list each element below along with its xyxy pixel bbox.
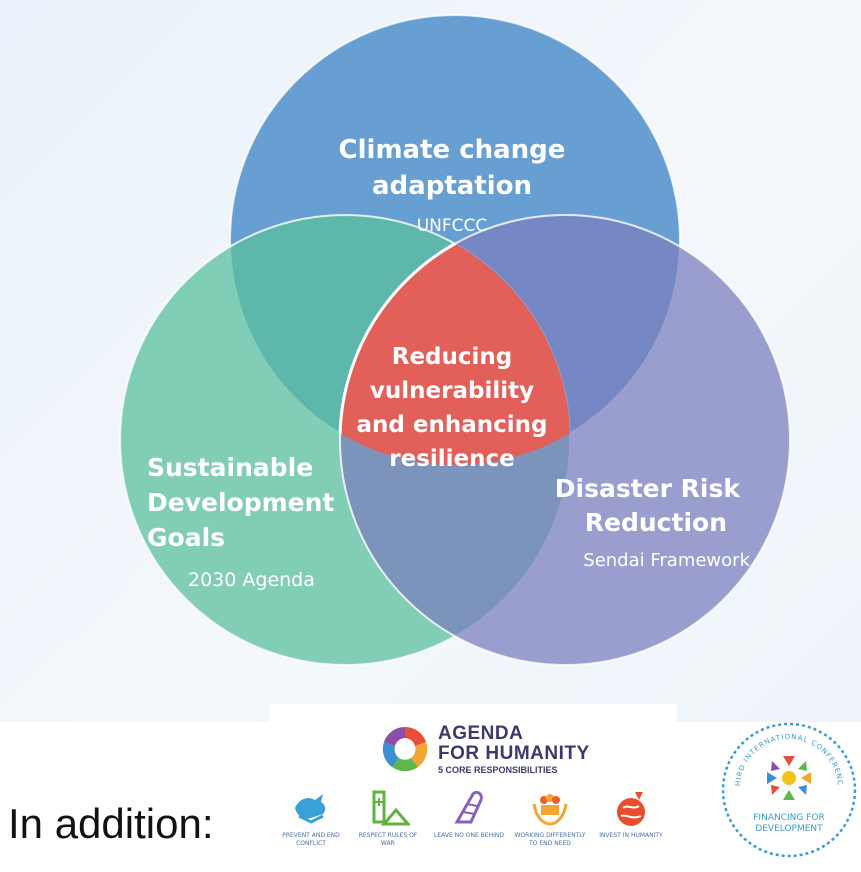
responsibility-item: RESPECT RULES OF WAR [351,788,425,848]
climate-title-line2: adaptation [372,171,532,201]
drr-subtitle: Sendai Framework [583,550,750,571]
center-line2: vulnerability [370,378,534,404]
dove-handshake-icon [295,794,326,824]
responsibility-label: INVEST IN HUMANITY [599,832,663,839]
globe-hand-icon [617,792,645,826]
climate-subtitle: UNFCCC [417,216,488,236]
center-line1: Reducing [392,344,513,370]
responsibility-item: WORKING DIFFERENTLY TO END NEED [513,788,587,848]
addition-label: In addition: [8,800,214,847]
ffd-label-line2: DEVELOPMENT [755,824,823,834]
agenda-title-line2: FOR HUMANITY [438,743,590,764]
responsibility-item: LEAVE NO ONE BEHIND [432,788,506,840]
responsibility-label: RESPECT RULES OF WAR [358,832,418,847]
agenda-title-line1: AGENDA [438,723,524,744]
ffd-label-line1: FINANCING FOR [753,813,824,823]
center-line4: resilience [389,446,515,472]
sdg-subtitle: 2030 Agenda [188,569,315,591]
sdg-title-line3: Goals [147,523,225,552]
responsibility-label: LEAVE NO ONE BEHIND [434,832,504,839]
responsibility-label: PREVENT AND END CONFLICT [282,832,340,847]
venn-diagram: Climate change adaptation UNFCCC Sustain… [119,14,791,666]
center-line3: and enhancing [357,412,548,438]
responsibility-item: PREVENT AND END CONFLICT [274,788,348,848]
people-hands-icon [532,794,568,826]
drr-title-line2: Reduction [585,508,727,537]
medical-shelter-icon [372,790,410,826]
sdg-title-line2: Development [147,488,334,517]
drr-title-line1: Disaster Risk [555,474,742,503]
agenda-for-humanity-banner: AGENDA FOR HUMANITY 5 CORE RESPONSIBILIT… [270,704,677,872]
hand-icon [454,790,483,824]
climate-title-line1: Climate change [339,135,566,165]
agenda-logo-icon [382,726,428,772]
responsibility-label: WORKING DIFFERENTLY TO END NEED [514,832,586,847]
ffd-logo: THIRD INTERNATIONAL CONFERENCE FINANCING… [718,704,857,858]
ffd-sun-emblem-icon [767,756,811,800]
sdg-title-line1: Sustainable [147,453,313,482]
responsibility-item: INVEST IN HUMANITY [594,788,668,840]
agenda-title-line3: 5 CORE RESPONSIBILITIES [438,765,558,775]
